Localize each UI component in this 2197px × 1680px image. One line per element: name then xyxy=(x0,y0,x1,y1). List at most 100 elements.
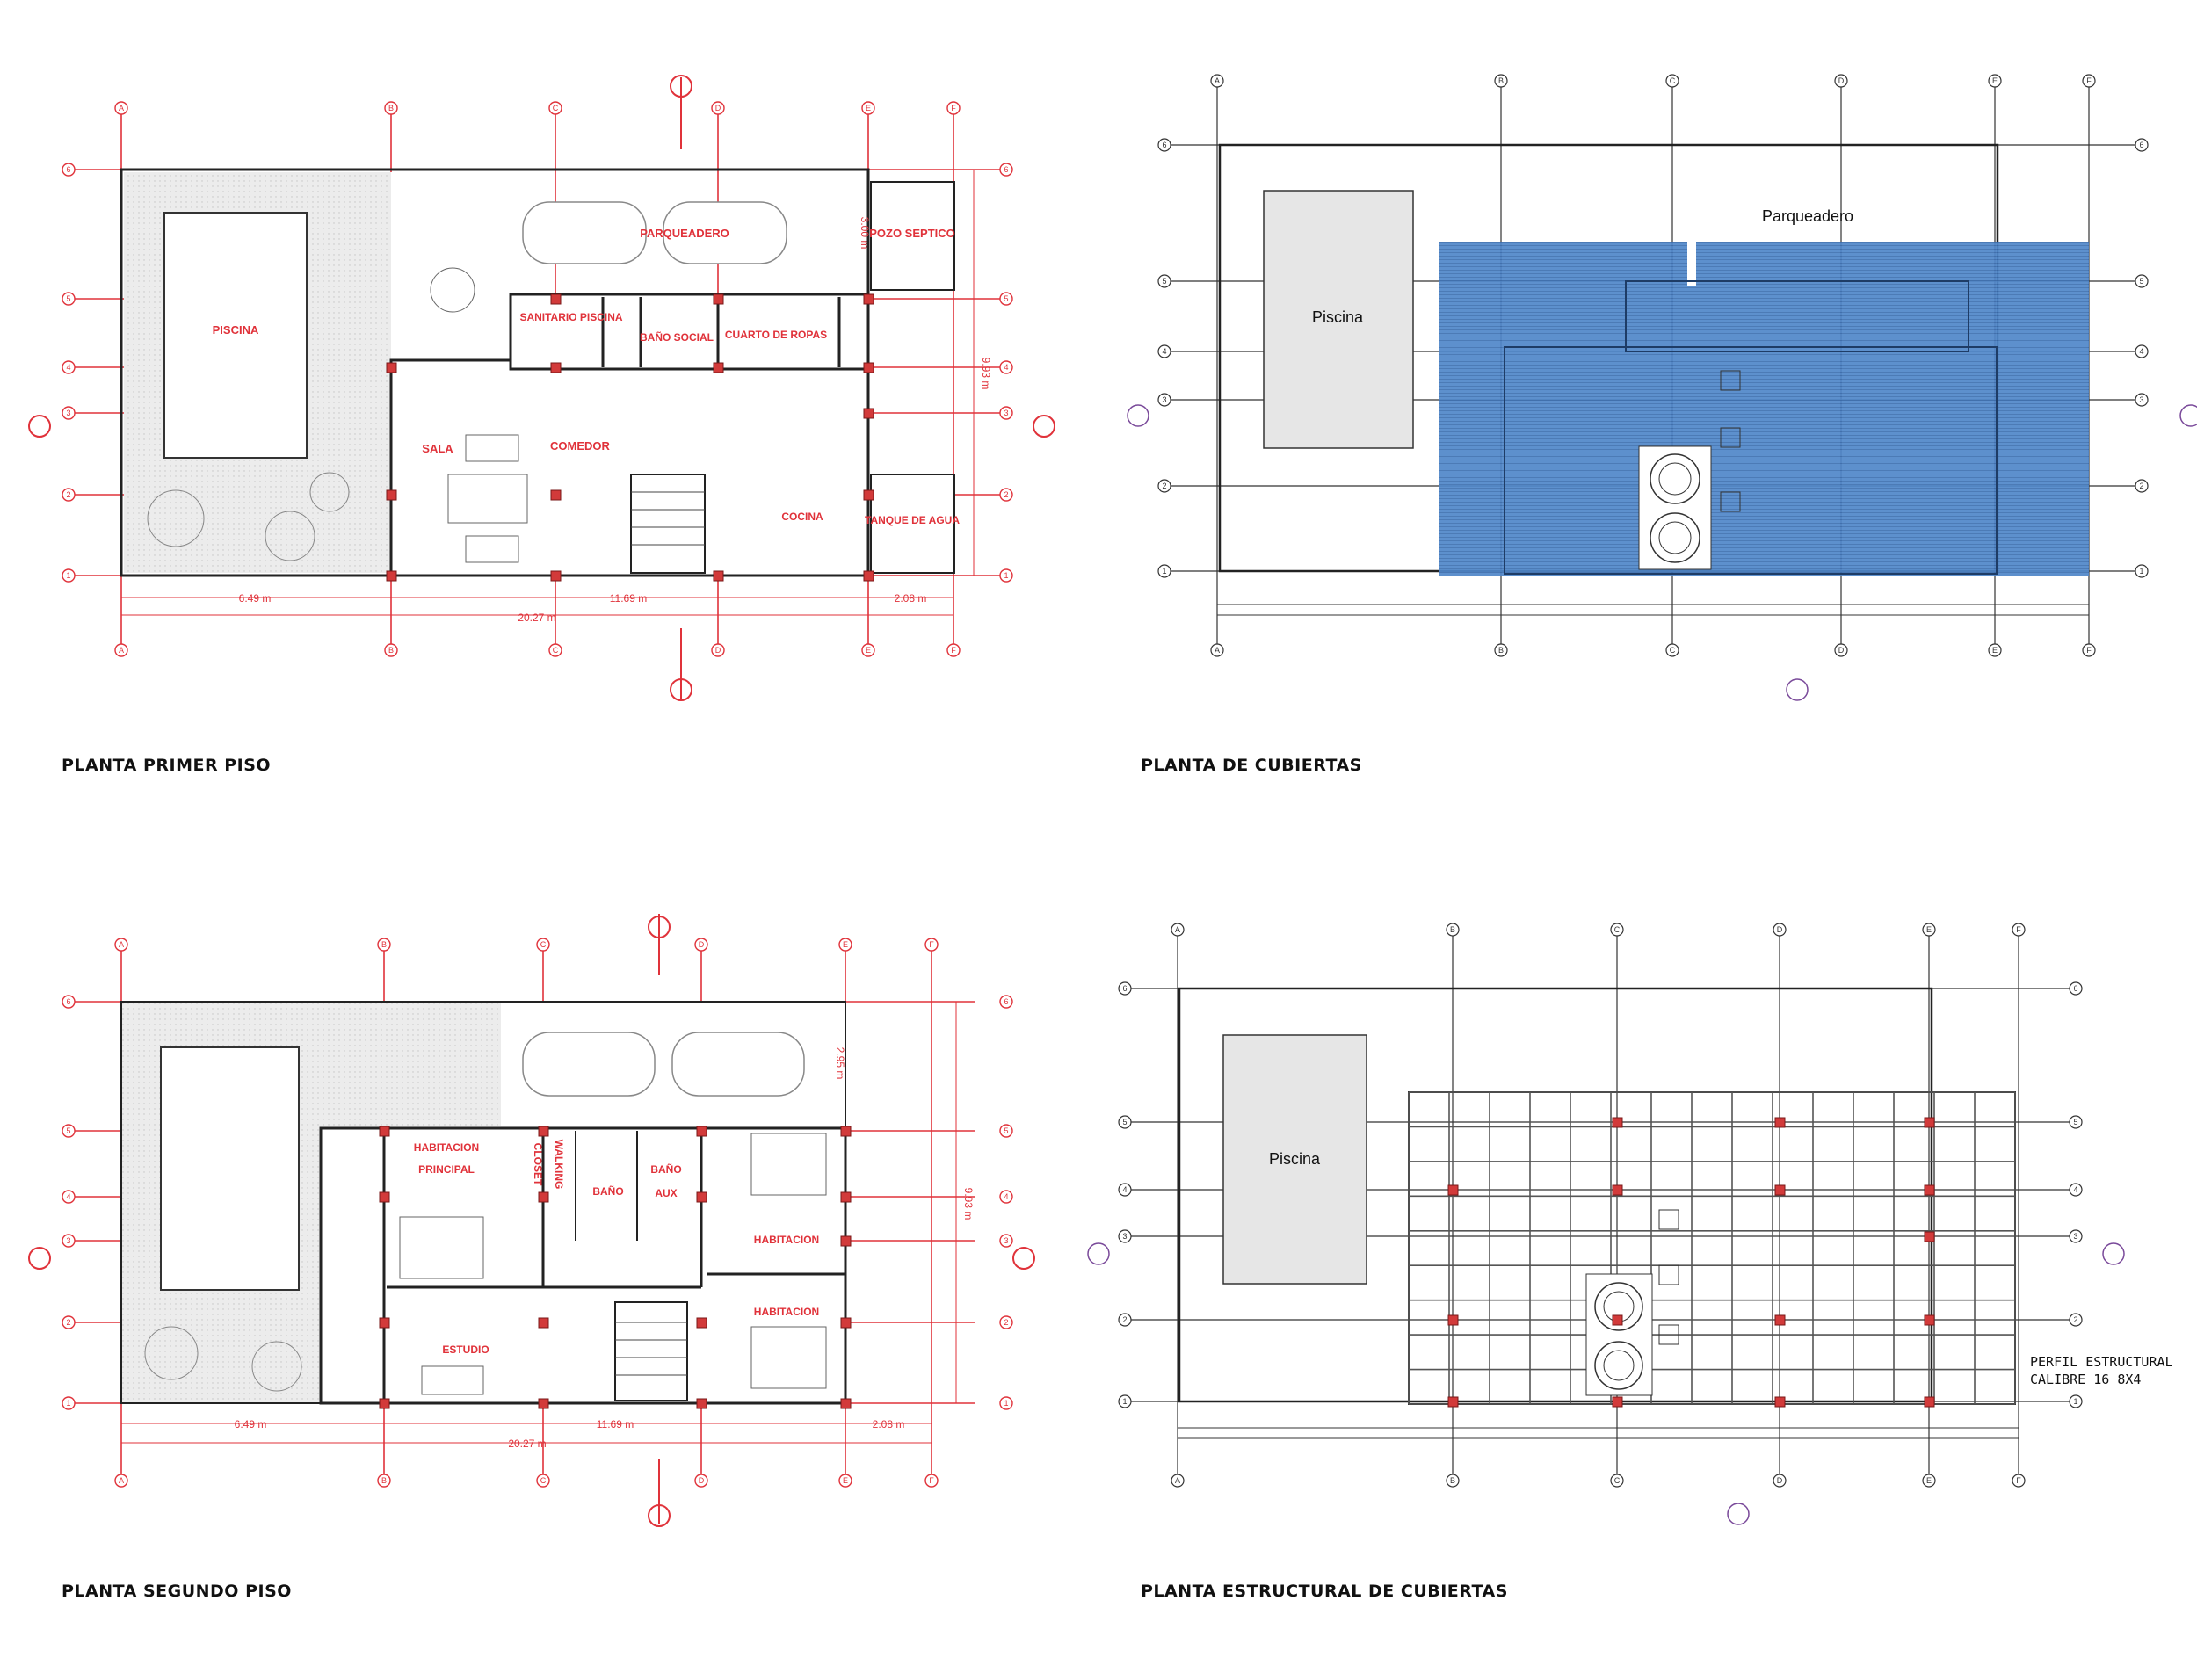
grid-bubble-1-left xyxy=(62,1396,76,1410)
room-label-habitacion-2: HABITACION xyxy=(754,1306,819,1318)
grid-bubble-6-left xyxy=(1118,981,1132,996)
grid-bubble-3-left xyxy=(62,406,76,420)
grid-bubble-d-top xyxy=(1773,923,1787,937)
grid-bubble-b-top-text: B xyxy=(388,104,394,112)
grid-bubble-b-bottom xyxy=(1446,1474,1460,1488)
grid-bubble-a-top-text: A xyxy=(119,104,124,112)
grid-bubble-3-left xyxy=(1118,1229,1132,1243)
caption-planta-primer-piso: PLANTA PRIMER PISO xyxy=(62,756,272,775)
grid-bubble-2-right xyxy=(999,1315,1013,1329)
grid-bubble-f-top-text: F xyxy=(951,104,956,112)
grid-bubble-a-bottom xyxy=(114,1474,128,1488)
grid-bubble-5-left xyxy=(62,1124,76,1138)
grid-bubble-b-top xyxy=(384,101,398,115)
grid-bubble-d-top-text: D xyxy=(699,940,705,949)
grid-bubble-4-left-text: 4 xyxy=(1122,1185,1127,1194)
grid-bubble-e-bottom xyxy=(838,1474,852,1488)
grid-bubble-f-top xyxy=(2082,74,2096,88)
grid-bubble-f-bottom-text: F xyxy=(2086,646,2092,655)
grid-bubble-6-right xyxy=(999,163,1013,177)
grid-bubble-e-bottom xyxy=(861,643,875,657)
grid-bubble-e-bottom xyxy=(1922,1474,1936,1488)
dim-width-3: 2.08 m xyxy=(895,592,927,605)
grid-bubble-a-top xyxy=(114,938,128,952)
grid-lines-vertical xyxy=(1177,931,2019,1476)
grid-bubble-3-right-text: 3 xyxy=(1004,409,1008,417)
grid-bubble-4-left-text: 4 xyxy=(66,363,70,372)
grid-bubble-6-right xyxy=(2069,981,2083,996)
dim-width-1: 6.49 m xyxy=(235,1418,267,1430)
grid-bubble-1-left-text: 1 xyxy=(1162,567,1166,576)
grid-bubble-e-bottom-text: E xyxy=(866,646,871,655)
room-label-closet: CLOSET xyxy=(532,1143,544,1186)
grid-bubble-a-top-text: A xyxy=(1215,76,1220,85)
grid-bubble-2-right xyxy=(2135,479,2149,493)
grid-bubble-d-bottom-text: D xyxy=(699,1476,705,1485)
grid-bubble-2-right xyxy=(999,488,1013,502)
grid-bubble-6-left xyxy=(62,163,76,177)
grid-bubble-f-top-text: F xyxy=(2016,925,2021,934)
grid-bubble-5-right xyxy=(2135,274,2149,288)
grid-bubble-f-top-text: F xyxy=(2086,76,2092,85)
plan-estructural-cubiertas xyxy=(1087,931,2125,1525)
grid-bubble-c-bottom xyxy=(1665,643,1679,657)
grid-bubble-d-top-text: D xyxy=(715,104,721,112)
grid-bubble-3-right-text: 3 xyxy=(2139,395,2143,404)
grid-bubble-4-left xyxy=(62,360,76,374)
pool-shape xyxy=(1222,1034,1367,1285)
grid-bubble-a-top-text: A xyxy=(1175,925,1180,934)
room-label-piscina: Piscina xyxy=(1312,308,1364,326)
grid-bubble-d-bottom-text: D xyxy=(715,646,721,655)
grid-bubble-1-right-text: 1 xyxy=(1004,571,1008,580)
grid-bubble-c-top xyxy=(548,101,562,115)
room-label-sala: SALA xyxy=(422,442,453,455)
room-label-cuarto-ropas: CUARTO DE ROPAS xyxy=(725,329,827,341)
grid-bubble-b-bottom xyxy=(1494,643,1508,657)
grid-bubble-e-top-text: E xyxy=(1926,925,1932,934)
grid-bubble-5-left-text: 5 xyxy=(66,1126,70,1135)
dim-total-width: 20.27 m xyxy=(518,612,555,624)
grid-bubble-6-right-text: 6 xyxy=(2139,141,2143,149)
grid-bubble-5-left xyxy=(1118,1115,1132,1129)
grid-bubble-2-right xyxy=(2069,1313,2083,1327)
room-label-bano-social: BAÑO SOCIAL xyxy=(640,330,714,344)
structural-note-line1: PERFIL ESTRUCTURAL xyxy=(2030,1354,2173,1370)
grid-bubble-2-right-text: 2 xyxy=(2073,1315,2077,1324)
grid-bubble-b-bottom-text: B xyxy=(1498,646,1504,655)
grid-bubble-e-top xyxy=(1922,923,1936,937)
grid-bubble-c-bottom-text: C xyxy=(553,646,559,655)
grid-bubble-a-bottom xyxy=(114,643,128,657)
grid-bubble-c-top-text: C xyxy=(540,940,547,949)
plan3-labels: HABITACION PRINCIPAL WALKING CLOSET BAÑO… xyxy=(235,1047,975,1450)
grid-bubble-3-right xyxy=(999,406,1013,420)
grid-bubble-f-bottom xyxy=(2082,643,2096,657)
grid-bubble-e-top-text: E xyxy=(866,104,871,112)
grid-bubble-c-bottom xyxy=(548,643,562,657)
grid-bubble-a-bottom-text: A xyxy=(1215,646,1220,655)
grid-bubble-e-bottom-text: E xyxy=(1926,1476,1932,1485)
dim-parking-height: 2.95 m xyxy=(834,1047,846,1080)
grid-bubble-2-left-text: 2 xyxy=(1122,1315,1127,1324)
grid-bubble-c-top xyxy=(536,938,550,952)
grid-bubble-b-top xyxy=(1446,923,1460,937)
grid-bubble-6-right-text: 6 xyxy=(1004,165,1008,174)
room-label-sanitario-piscina: SANITARIO PISCINA xyxy=(519,311,622,323)
grid-bubble-b-top-text: B xyxy=(381,940,387,949)
room-label-bano-aux-b: AUX xyxy=(655,1187,677,1199)
grid-bubble-5-right-text: 5 xyxy=(2073,1118,2077,1126)
grid-bubble-1-left-text: 1 xyxy=(66,1399,70,1408)
grid-bubble-5-right xyxy=(999,292,1013,306)
grid-bubble-5-left-text: 5 xyxy=(1162,277,1166,286)
grid-bubble-4-left xyxy=(1118,1183,1132,1197)
grid-bubble-2-right-text: 2 xyxy=(1004,490,1008,499)
grid-bubble-5-left xyxy=(1157,274,1171,288)
grid-bubble-a-top-text: A xyxy=(119,940,124,949)
grid-bubble-c-bottom-text: C xyxy=(540,1476,547,1485)
grid-bubble-1-left xyxy=(62,568,76,583)
grid-bubble-f-bottom xyxy=(946,643,961,657)
grid-bubble-e-bottom-text: E xyxy=(843,1476,848,1485)
grid-bubble-e-top xyxy=(1988,74,2002,88)
grid-bubble-d-bottom xyxy=(711,643,725,657)
grid-bubble-3-left xyxy=(1157,393,1171,407)
